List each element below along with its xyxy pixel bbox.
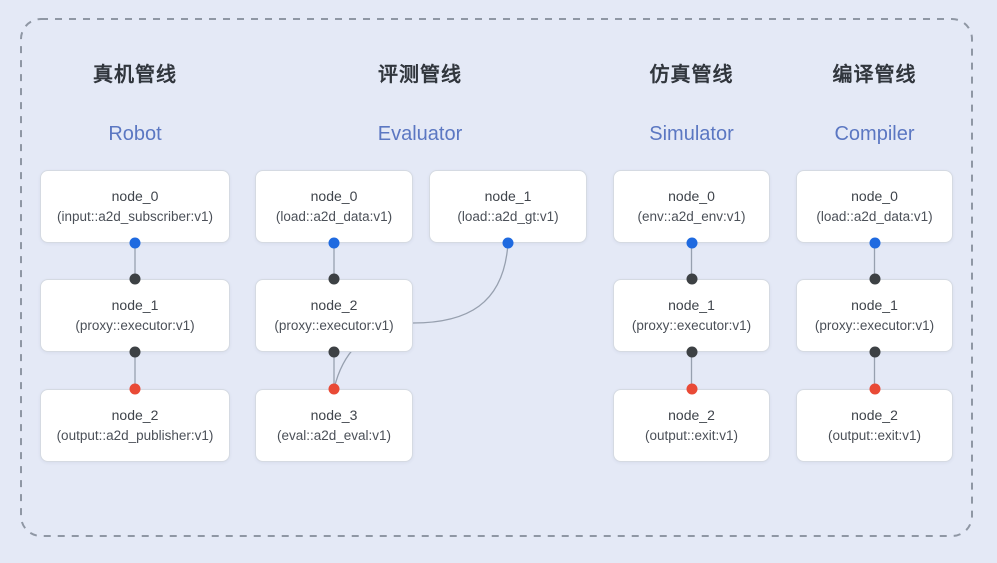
port-input-red-dot — [686, 383, 697, 395]
node-simulator-2: node_2 (output::exit:v1) — [613, 389, 770, 462]
pipeline-title-en-compiler: Compiler — [834, 123, 915, 145]
pipeline-title-en-simulator: Simulator — [649, 123, 734, 145]
pipeline-title-zh-simulator: 仿真管线 — [649, 64, 734, 86]
port-input-red-dot — [869, 383, 880, 395]
node-name: node_2 — [668, 407, 715, 423]
port-input-black-dot — [328, 273, 340, 285]
node-compiler-2: node_2 (output::exit:v1) — [796, 389, 953, 462]
node-type: (input::a2d_subscriber:v1) — [56, 209, 214, 224]
node-name: node_0 — [310, 188, 358, 204]
port-output-black-dot — [129, 346, 141, 358]
node-evaluator-1: node_1 (load::a2d_gt:v1) — [429, 170, 587, 243]
node-name: node_1 — [668, 297, 715, 313]
node-evaluator-3: node_3 (eval::a2d_eval:v1) — [255, 389, 413, 462]
node-type: (env::a2d_env:v1) — [637, 209, 746, 224]
node-robot-1: node_1 (proxy::executor:v1) — [40, 279, 230, 352]
pipeline-title-zh-evaluator: 评测管线 — [378, 64, 462, 86]
node-name: node_1 — [851, 297, 898, 313]
node-evaluator-0: node_0 (load::a2d_data:v1) — [255, 170, 413, 243]
node-robot-2: node_2 (output::a2d_publisher:v1) — [40, 389, 230, 462]
node-type: (output::exit:v1) — [644, 428, 739, 443]
port-output-black-dot — [686, 346, 697, 358]
node-compiler-1: node_1 (proxy::executor:v1) — [796, 279, 953, 352]
node-type: (proxy::executor:v1) — [75, 318, 195, 333]
port-input-black-dot — [129, 273, 141, 285]
port-input-red-dot — [129, 383, 141, 395]
port-input-black-dot — [869, 273, 880, 285]
node-simulator-0: node_0 (env::a2d_env:v1) — [613, 170, 770, 243]
pipeline-title-en-evaluator: Evaluator — [377, 123, 463, 145]
port-input-black-dot — [686, 273, 697, 285]
edge-curve-gt-to-eval — [333, 242, 509, 390]
port-output-blue-dot — [328, 237, 340, 249]
port-output-blue-dot — [686, 237, 697, 249]
port-output-blue-dot — [129, 237, 141, 249]
node-type: (proxy::executor:v1) — [814, 318, 935, 333]
node-name: node_1 — [111, 297, 159, 313]
node-type: (proxy::executor:v1) — [274, 318, 394, 333]
node-robot-0: node_0 (input::a2d_subscriber:v1) — [40, 170, 230, 243]
node-name: node_2 — [310, 297, 358, 313]
node-evaluator-2: node_2 (proxy::executor:v1) — [255, 279, 413, 352]
node-name: node_0 — [668, 188, 715, 204]
node-simulator-1: node_1 (proxy::executor:v1) — [613, 279, 770, 352]
node-type: (proxy::executor:v1) — [631, 318, 752, 333]
pipeline-title-zh-robot: 真机管线 — [93, 64, 177, 86]
node-type: (load::a2d_data:v1) — [816, 209, 933, 224]
node-name: node_2 — [851, 407, 898, 423]
node-type: (output::exit:v1) — [827, 428, 922, 443]
port-output-black-dot — [328, 346, 340, 358]
node-name: node_3 — [310, 407, 358, 423]
pipeline-title-zh-compiler: 编译管线 — [832, 64, 917, 86]
port-output-blue-dot — [869, 237, 880, 249]
node-name: node_2 — [111, 407, 159, 423]
node-type: (eval::a2d_eval:v1) — [276, 428, 392, 443]
port-output-black-dot — [869, 346, 880, 358]
node-name: node_0 — [111, 188, 159, 204]
node-type: (load::a2d_gt:v1) — [457, 209, 559, 224]
node-name: node_1 — [484, 188, 532, 204]
dashed-frame — [20, 18, 973, 537]
node-name: node_0 — [851, 188, 898, 204]
port-output-blue-dot — [502, 237, 514, 249]
node-type: (load::a2d_data:v1) — [275, 209, 393, 224]
node-type: (output::a2d_publisher:v1) — [56, 428, 214, 443]
pipeline-title-en-robot: Robot — [108, 123, 162, 145]
port-input-red-dot — [328, 383, 340, 395]
node-compiler-0: node_0 (load::a2d_data:v1) — [796, 170, 953, 243]
